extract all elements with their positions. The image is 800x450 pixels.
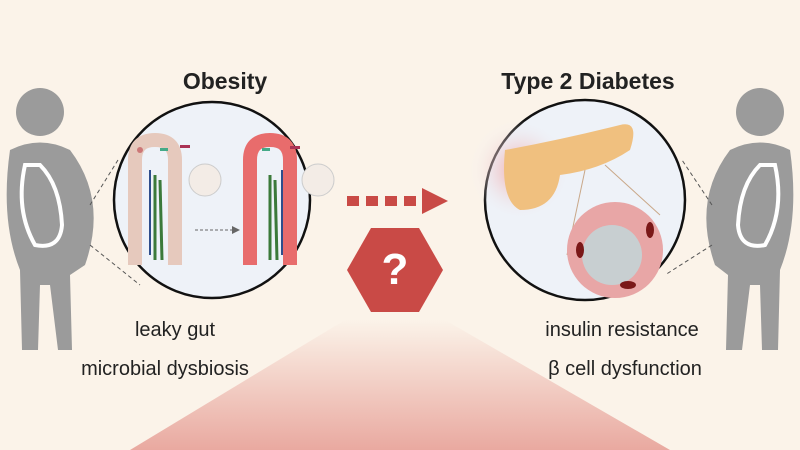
label-insulin-resistance: insulin resistance (545, 319, 699, 341)
obese-person-silhouette-right (706, 88, 794, 350)
question-hexagon (347, 228, 443, 312)
label-beta-cell-dysfunction: β cell dysfunction (548, 358, 702, 380)
label-leaky-gut: leaky gut (134, 319, 216, 341)
dashed-arrow (347, 188, 448, 214)
diabetes-title: Type 2 Diabetes (501, 68, 675, 94)
label-microbial-dysbiosis: microbial dysbiosis (81, 358, 249, 380)
obesity-title: Obesity (182, 68, 268, 94)
obese-person-silhouette-left (6, 88, 94, 350)
pancreas-illustration (470, 98, 687, 302)
spotlight-beam (130, 320, 670, 450)
gut-villi-illustration (112, 100, 335, 300)
question-mark: ? (381, 245, 409, 294)
